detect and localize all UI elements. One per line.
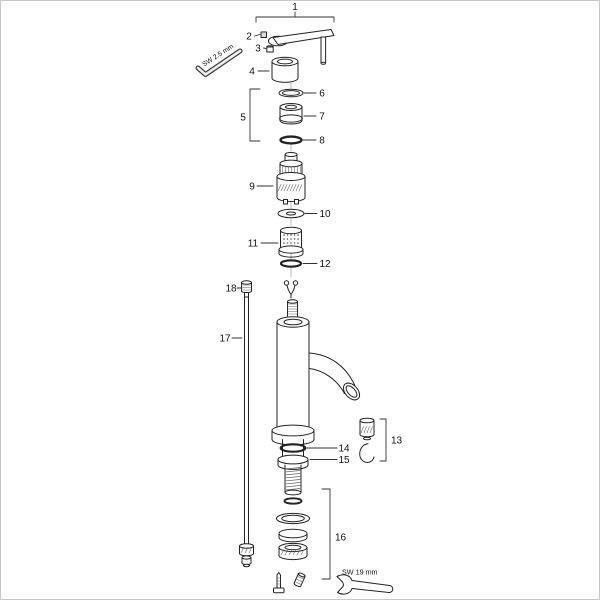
part-label-13: 13 [391,436,403,447]
part-8-oring-drawing [279,135,303,145]
part-18-nipple-drawing [241,280,252,298]
part-label-15: 15 [338,455,350,466]
part-13-bracket [379,418,387,462]
part-15-base-ring-drawing [277,454,309,470]
part-1-bracket [255,11,335,23]
part-label-6: 6 [319,89,325,100]
part-16-bracket [321,488,331,580]
faucet-body-drawing [271,316,361,458]
open-end-wrench-drawing [336,574,394,595]
part-3-plug-drawing [266,45,274,53]
part-17-hose-drawing [239,296,254,568]
part-label-1: 1 [292,2,298,13]
part-6-ring-drawing [278,88,304,98]
part-12-oring-drawing [279,259,303,268]
part-label-8: 8 [319,136,325,147]
part-10-disc-drawing [277,208,305,219]
part-label-18: 18 [225,284,237,295]
allen-key-drawing [195,48,243,77]
part-label-5: 5 [240,113,246,124]
part-label-4: 4 [249,67,255,78]
part-label-11: 11 [248,239,259,250]
part-16-group-drawing [273,497,310,594]
part-13-group-drawing [359,417,375,463]
wrench-size-label: SW 19 mm [342,568,378,577]
threaded-shank-drawing [284,464,302,496]
leader-lines [231,34,338,460]
part-label-16: 16 [335,533,347,544]
part-5-bracket [249,88,261,142]
part-4-sleeve-drawing [271,56,299,83]
part-14-oring-drawing [279,443,307,453]
part-1-handle-drawing [268,29,335,65]
part-label-14: 14 [338,444,350,455]
part-label-2: 2 [246,32,252,43]
part-label-12: 12 [319,259,331,270]
part-11-aerator-drawing [278,226,304,258]
retaining-clip-drawing [283,280,299,299]
cartridge-stub-drawing [287,299,298,317]
part-2-screw-drawing [260,31,267,38]
part-label-7: 7 [319,112,325,123]
part-label-10: 10 [319,209,331,220]
part-label-9: 9 [249,182,255,193]
part-9-cartridge-drawing [276,152,306,205]
part-label-17: 17 [219,334,231,345]
part-7-cap-drawing [279,103,303,125]
part-label-3: 3 [255,44,261,55]
